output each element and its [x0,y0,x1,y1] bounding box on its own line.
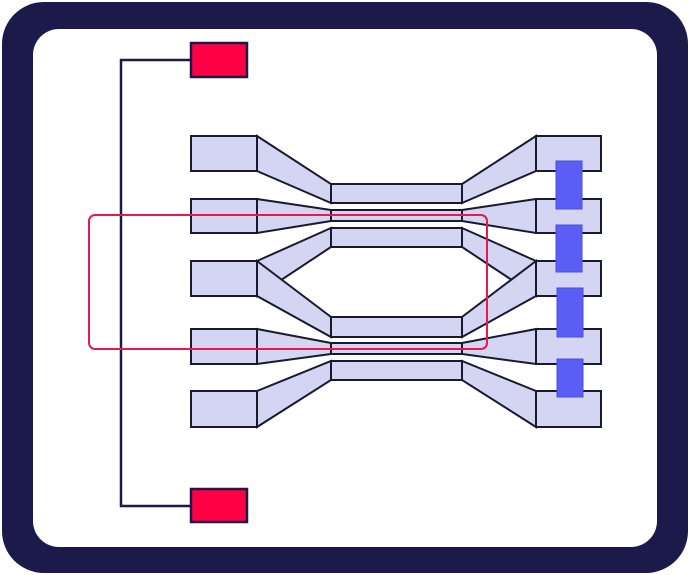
electrode-4 [556,358,584,398]
input-port-1 [190,135,258,172]
electrode-3 [556,287,584,338]
center-waveguide-4 [330,316,463,338]
center-waveguide-6 [330,360,463,381]
contact-pad-top [189,41,249,79]
electrode-1 [555,160,583,210]
input-port-4 [190,328,258,365]
center-waveguide-3 [330,227,463,248]
wire-trace [119,58,191,508]
heater-loop [88,214,488,350]
input-port-3 [190,260,258,297]
input-port-5 [190,390,258,428]
contact-pad-bottom [189,487,249,524]
center-waveguide-1 [330,183,463,204]
electrode-2 [555,224,583,273]
